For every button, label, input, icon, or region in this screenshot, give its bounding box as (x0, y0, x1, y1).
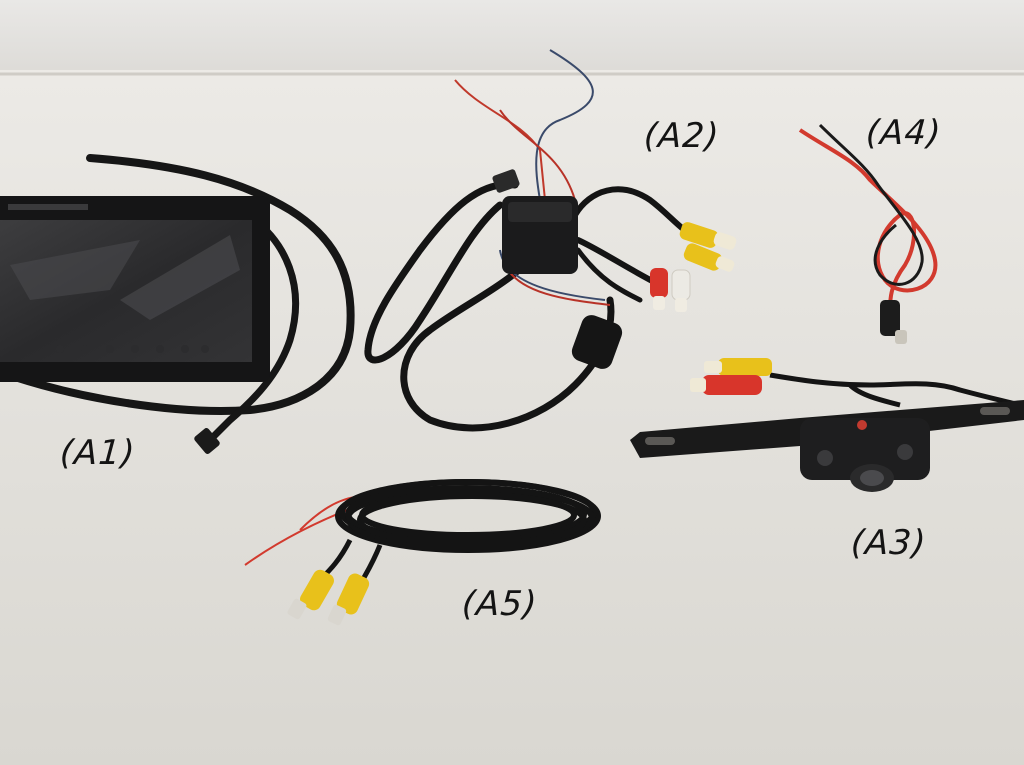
monitor-cable-2 (201, 206, 300, 449)
harness-rca-plugs (650, 222, 737, 312)
screen-reflection-2 (120, 235, 240, 320)
a5-plug-left-tip (287, 598, 307, 620)
power-wire-a4 (798, 123, 938, 344)
ir-led-left (817, 450, 833, 466)
a5-plug-right (336, 573, 370, 615)
dc-plug (880, 300, 900, 336)
wall (0, 0, 1024, 80)
camera-housing (800, 418, 930, 480)
monitor-brand-strip (8, 204, 88, 210)
ir-led-right (897, 444, 913, 460)
a5-plug-right-tip (327, 604, 347, 626)
label-a1: (A1) (58, 433, 137, 473)
label-a3: (A3) (849, 523, 928, 563)
harness-cable-right-3 (575, 247, 643, 303)
a5-coil (335, 479, 601, 553)
bar-slot-right (980, 407, 1010, 415)
camera-lens (860, 470, 884, 486)
harness-cable-loop (400, 241, 615, 432)
camera-a3 (630, 358, 1024, 492)
monitor-cable (0, 154, 355, 415)
monitor-plug (194, 428, 220, 454)
camera-cable (769, 372, 1021, 408)
dc-plug-tip (895, 330, 907, 344)
monitor-buttons (56, 345, 209, 353)
monitor-a1 (0, 154, 355, 454)
label-a5: (A5) (460, 584, 539, 624)
a5-plug-left (300, 569, 334, 611)
camera-rca-red-tip (690, 378, 706, 392)
control-box-highlight (508, 202, 572, 222)
red-wire-2 (499, 109, 576, 201)
camera-led (857, 420, 867, 430)
camera-rca-yellow-tip (704, 361, 722, 373)
harness-top-connector (492, 169, 520, 193)
harness-a2 (364, 49, 737, 432)
label-a2: (A2) (642, 116, 721, 156)
screen-reflection (10, 240, 140, 300)
harness-cable-left (364, 180, 519, 364)
black-wire-coil (818, 123, 924, 286)
camera-rca-yellow (718, 358, 772, 376)
camera-rca-red (702, 375, 762, 395)
red-wire-3 (504, 264, 611, 306)
camera-cable-2 (848, 383, 901, 408)
rca-cable-a5 (244, 479, 601, 626)
harness-inline-connector (571, 315, 623, 369)
bar-slot-left (645, 437, 675, 445)
label-a4: (A4) (864, 113, 943, 153)
blue-wire (535, 49, 594, 201)
